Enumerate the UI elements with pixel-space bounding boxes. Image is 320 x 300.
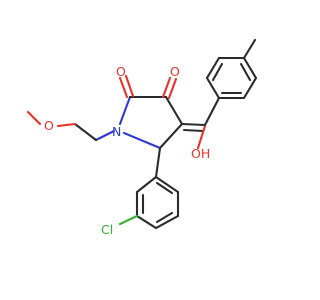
bond-exo-aryl bbox=[203, 96, 221, 127]
bond-c2-o-double bbox=[124, 74, 135, 98]
bond-c4-exo bbox=[180, 122, 207, 127]
bond-n-c2 bbox=[118, 95, 132, 126]
chlorophenyl-hexagon bbox=[135, 175, 180, 230]
bond-c4-c5 bbox=[158, 122, 184, 150]
label-oxygen-right: O bbox=[170, 64, 180, 79]
enol-group bbox=[180, 96, 221, 150]
bond-c5-n bbox=[122, 131, 162, 150]
methoxyethyl-chain bbox=[26, 110, 116, 142]
tolyl-inner-1 bbox=[211, 62, 224, 82]
pyrrolidine-ring bbox=[118, 95, 184, 150]
bond-exo-oh bbox=[196, 124, 207, 150]
chlorophenyl-inner-3 bbox=[155, 181, 174, 195]
bond-ch2-ch2 bbox=[73, 122, 98, 142]
chlorophenyl-inner-2 bbox=[155, 211, 174, 224]
bond-o-ch3 bbox=[26, 110, 42, 126]
bond-c3-c4 bbox=[164, 95, 184, 126]
tolyl-ring bbox=[205, 38, 258, 100]
label-ether-oxygen: O bbox=[44, 118, 54, 133]
bond-c4-exo-double bbox=[182, 128, 205, 133]
label-nitrogen: N bbox=[112, 124, 121, 139]
carbonyl-bonds bbox=[118, 74, 178, 100]
label-chlorine: Cl bbox=[101, 222, 113, 237]
bond-n-ch2 bbox=[94, 129, 116, 142]
bond-aryl-cl bbox=[118, 214, 139, 226]
label-oxygen-left: O bbox=[116, 64, 126, 79]
bond-c3-o-double bbox=[167, 77, 178, 100]
bond-ch2-o bbox=[56, 122, 77, 128]
atom-labels: O O N O OH Cl bbox=[44, 64, 210, 237]
bond-methyl bbox=[242, 38, 257, 60]
label-hydroxyl: OH bbox=[191, 146, 210, 161]
tolyl-inner-2 bbox=[239, 62, 252, 82]
chlorophenyl-ring bbox=[118, 146, 180, 230]
bond-c3-o bbox=[161, 76, 172, 99]
bond-c5-aryl bbox=[154, 146, 162, 179]
structure-diagram: O O N O OH Cl bbox=[26, 38, 258, 237]
bond-c2-o bbox=[118, 76, 129, 99]
